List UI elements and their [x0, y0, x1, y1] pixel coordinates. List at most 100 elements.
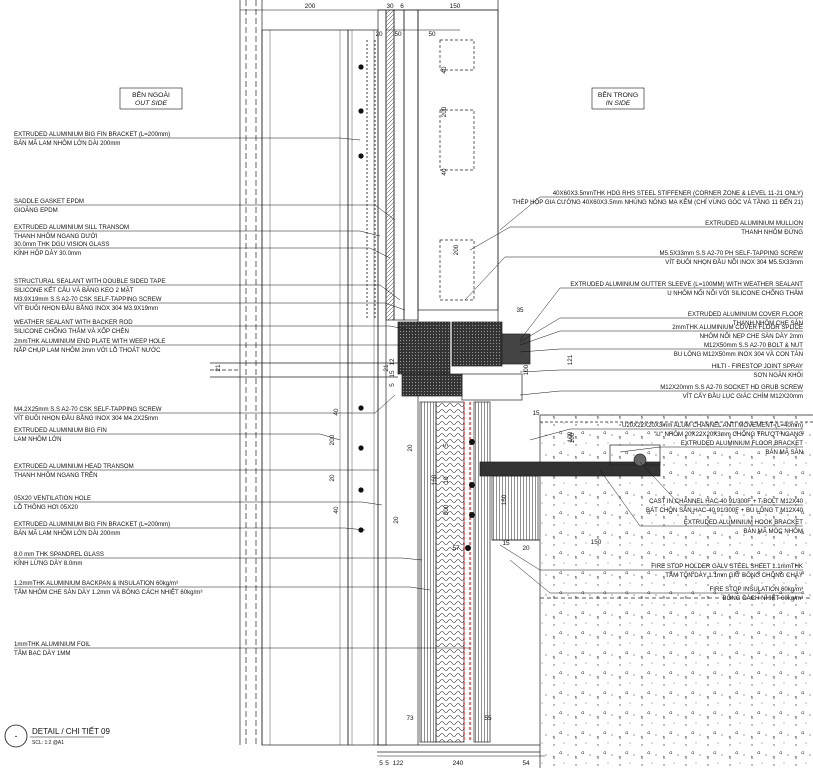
dim-label-30: 150 — [591, 539, 602, 546]
dim-label-32: 55 — [484, 715, 492, 722]
right-note-10-en: U20X22X20X3mm ALUM CHANNEL ANTI MOVEMENT… — [622, 422, 803, 429]
left-note-11-vn: THANH NHÔM NGANG TRÊN — [14, 471, 98, 479]
dim-label-28: 20 — [522, 545, 530, 552]
right-note-11-en: EXTRUDED ALUMINIUM FLOOR BRACKET — [681, 440, 804, 447]
dim-label-16: 20 — [329, 474, 336, 482]
right-note-10-vn: "U" NHÔM 20X22X20X3mm CHỐNG TRƯỢT NGANG — [654, 431, 803, 438]
detail-title-block: - DETAIL / CHI TIẾT 09 SCL: 1:2 @A1 — [4, 724, 111, 748]
right-note-1-en: 40X60X3.5mmTHK HDG RHS STEEL STIFFENER (… — [553, 190, 803, 197]
right-note-5-vn: THANH NHÔM CHE SÀN — [733, 320, 803, 327]
right-note-4-en: EXTRUDED ALUMINIUM GUTTER SLEEVE (L=100M… — [570, 281, 803, 288]
left-note-7-en: WEATHER SEALANT WITH BACKER ROD — [14, 319, 133, 326]
left-note-6-vn: VÍT ĐUÔI NHỌN ĐẦU BẰNG INOX 304 M3.9X19m… — [14, 304, 158, 312]
dim-label-4: 200 — [453, 244, 460, 255]
dim-label-29: 57 — [452, 545, 460, 552]
dim-label-10: 35 — [516, 307, 524, 314]
left-note-12-en: 05X20 VENTILATION HOLE — [14, 495, 91, 502]
annotation-layer: EXTRUDED ALUMINIUM BIG FIN BRACKET (L=20… — [14, 131, 804, 657]
left-note-9-en: M4.2X25mm S.S A2-70 CSK SELF-TAPPING SCR… — [14, 406, 162, 413]
dim-label-24: 20 — [393, 516, 400, 524]
left-note-12-vn: LỖ THÔNG HƠI 05X20 — [14, 504, 79, 511]
dim-label-14: 100 — [569, 432, 576, 443]
right-note-7-vn: BU LÔNG M12X50mm INOX 304 VÀ CON TÁN — [674, 351, 803, 358]
detail-title: DETAIL / CHI TIẾT 09 — [32, 726, 111, 736]
right-note-12-en: CAST IN CHANNEL HAC-40 91/300F + T-BOLT … — [649, 498, 804, 505]
left-note-7-vn: SILICONE CHỐNG THẤM VÀ XỐP CHÈN — [14, 328, 129, 335]
detail-number: - — [15, 731, 18, 741]
left-note-6-en: M3.9X19mm S.S A2-70 CSK SELF-TAPPING SCR… — [14, 296, 162, 303]
dim-label-21: 40 — [333, 408, 340, 416]
left-note-15-en: 1.2mmTHK ALUMINIUM BACKPAN & INSULATION … — [14, 580, 178, 587]
right-note-8-vn: SƠN NGĂN KHÓI — [753, 372, 803, 379]
left-note-13-en: EXTRUDED ALUMINIUM BIG FIN BRACKET (L=20… — [14, 521, 170, 528]
left-note-16-en: 1mmTHK ALUMINIUM FOIL — [14, 641, 91, 648]
dim-label-9: 12 — [389, 358, 396, 366]
top-dim-2: 30 — [386, 3, 394, 10]
dim-label-7: 5 — [389, 383, 396, 387]
top-dim-3: 6 — [400, 3, 404, 10]
left-note-14-en: 8.0 mm THK SPANDREL GLASS — [14, 551, 104, 558]
inside-label-vn: BÊN TRONG — [598, 90, 638, 99]
left-note-10-vn: LAM NHÔM LỚN — [14, 436, 62, 443]
bottom-dim-3: 122 — [393, 760, 404, 767]
right-note-14-en: FIRE STOP HOLDER GALV STEEL SHEET 1.1mmT… — [651, 563, 803, 570]
left-note-10-en: EXTRUDED ALUMINIUM BIG FIN — [14, 427, 107, 434]
left-note-4-en: 30.0mm THK DGU VISION GLASS — [14, 241, 109, 248]
bottom-dim-1: 5 — [379, 760, 383, 767]
dim-label-12: 121 — [567, 354, 574, 365]
inside-header: BÊN TRONG IN SIDE — [591, 87, 645, 110]
right-note-12-vn: BÁT CHÔN SẴN HAC-40 91/300F + BU LÔNG T … — [646, 507, 804, 514]
outside-header: BÊN NGOÀI OUT SIDE — [119, 87, 183, 110]
right-note-3-vn: VÍT ĐUÔI NHỌN ĐẦU NỒI INOX 304 M5.5X33mm — [665, 259, 803, 266]
dim-label-26: 160 — [501, 494, 508, 505]
left-note-11-en: EXTRUDED ALUMINIUM HEAD TRANSOM — [14, 463, 134, 470]
left-note-13-vn: BÁN MÃ LAM NHÔM LỚN DÀI 200mm — [14, 530, 120, 537]
dim-label-1: 40 — [441, 66, 448, 74]
top-dim-7: 50 — [428, 31, 436, 38]
right-note-6-en: 2mmTHK ALUMINIUM COVER FLOOR SPLICE — [672, 324, 803, 331]
dim-label-22: 200 — [329, 434, 336, 445]
left-note-5-en: STRUCTURAL SEALANT WITH DOUBLE SIDED TAP… — [14, 278, 165, 285]
dim-label-19: 10 — [443, 476, 450, 484]
dim-label-13: 15 — [532, 410, 540, 417]
right-note-2-vn: THANH NHÔM ĐỨNG — [741, 229, 803, 236]
top-dim-1: 200 — [305, 3, 316, 10]
outside-label-vn: BÊN NGOÀI — [132, 90, 170, 99]
dim-label-6: 21 — [383, 364, 390, 372]
right-note-14-vn: TẤM TÔN DÀY 1.1mm GIỮ BÔNG CHỐNG CHÁY — [665, 572, 803, 579]
right-note-13-vn: BÁN MÃ MÓC NHÔM — [743, 528, 803, 535]
dim-label-11: 100 — [523, 364, 530, 375]
dim-label-8: 15 — [389, 370, 396, 378]
right-note-15-en: FIRE STOP INSULATION 60kg/m³ — [710, 586, 803, 593]
right-note-5-en: EXTRUDED ALUMINIUM COVER FLOOR — [688, 311, 804, 318]
left-note-14-vn: KÍNH LỪNG DÀY 8.0mm — [14, 560, 82, 567]
dim-label-15: 100 — [567, 431, 574, 442]
bottom-dim-4: 240 — [453, 760, 464, 767]
left-note-8-vn: NẮP CHỤP LAM NHÔM 2mm VỚI LỖ THOÁT NƯỚC — [14, 346, 161, 354]
right-note-9-en: M12X20mm S.S A2-70 SOCKET HD GRUB SCREW — [660, 384, 803, 391]
section-geometry — [210, 0, 813, 768]
leader-lines — [14, 137, 803, 649]
dim-label-5: 21 — [215, 364, 222, 372]
dim-label-18: 5 — [443, 443, 450, 447]
right-note-1-vn: THÉP HỘP GIA CƯỜNG 40X60X3.5mm NHÚNG NÓN… — [512, 199, 803, 206]
right-note-4-vn: U NHÔM NỐI NỐI VỚI SILICONE CHỐNG THẤM — [667, 290, 803, 297]
right-note-6-vn: NHÔM NỐI NẸP CHE SÀN DÀY 2mm — [700, 333, 803, 340]
left-note-2-vn: GIOĂNG EPDM — [14, 207, 58, 214]
right-note-15-vn: BÔNG CÁCH NHIỆT 60kg/m³ — [723, 594, 803, 602]
left-note-8-en: 2mmTHK ALUMINIUM END PLATE WITH WEEP HOL… — [14, 338, 165, 345]
top-dim-5: 20 — [375, 31, 383, 38]
right-note-9-vn: VÍT CẤY ĐẦU LỤC GIÁC CHÌM M12X20mm — [683, 393, 803, 400]
left-note-3-vn: THANH NHÔM NGANG DƯỚI — [14, 233, 98, 240]
left-note-5-vn: SILICONE KẾT CẤU VÀ BĂNG KEO 2 MẶT — [14, 287, 134, 294]
left-note-3-en: EXTRUDED ALUMINIUM SILL TRANSOM — [14, 224, 129, 231]
left-note-1-en: EXTRUDED ALUMINIUM BIG FIN BRACKET (L=20… — [14, 131, 170, 138]
dim-label-3: 40 — [441, 168, 448, 176]
bottom-dim-2: 5 — [385, 760, 389, 767]
dim-label-27: 15 — [502, 540, 510, 547]
top-dim-4: 150 — [450, 3, 461, 10]
dim-label-20: 20 — [407, 444, 414, 452]
right-note-13-en: EXTRUDED ALUMINIUM HOOK BRACKET — [684, 519, 803, 526]
